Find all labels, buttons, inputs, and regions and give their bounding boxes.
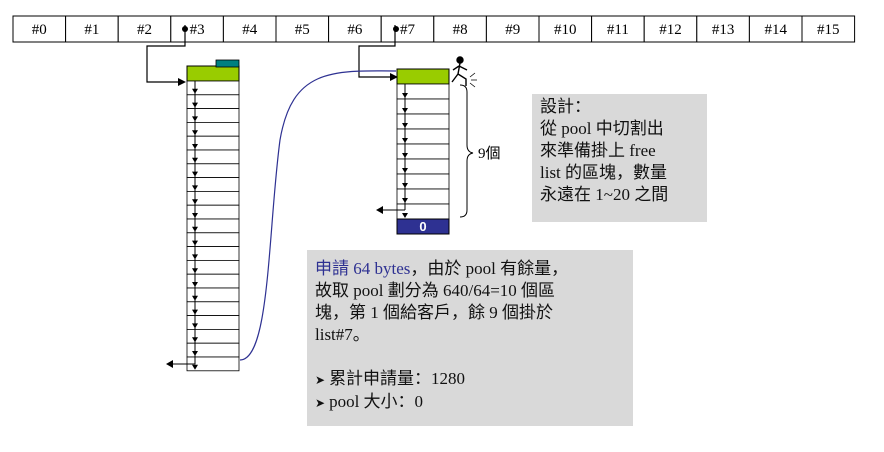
pool-connector-curve xyxy=(239,70,397,361)
count-brace xyxy=(459,84,474,218)
free-list-slot-label: #9 xyxy=(505,22,520,38)
free-list-slot xyxy=(591,15,645,43)
free-block-stack xyxy=(186,80,240,372)
request-note-line: list#7。 xyxy=(315,325,370,344)
free-list-slot xyxy=(433,15,487,43)
free-list-slot xyxy=(696,15,750,43)
down-arrow-icon xyxy=(192,364,198,370)
next-pointer-arrows xyxy=(402,93,408,218)
next-pointer-arrows xyxy=(192,88,198,370)
design-note-line: list 的區塊，數量 xyxy=(540,163,668,182)
design-note-line: 從 pool 中切割出 xyxy=(540,119,664,138)
down-arrow-icon xyxy=(192,130,198,136)
down-arrow-icon xyxy=(192,226,198,232)
down-arrow-icon xyxy=(192,240,198,246)
down-arrow-icon xyxy=(402,153,408,158)
bullet-text: 累計申請量：1280 xyxy=(329,369,466,388)
design-note-line: 永遠在 1~20 之間 xyxy=(540,185,669,204)
free-list-slot-label: #2 xyxy=(137,22,152,38)
request-highlight: 申請 64 bytes xyxy=(315,259,411,278)
down-arrow-icon xyxy=(192,254,198,260)
free-list-slot-label: #5 xyxy=(295,22,310,38)
down-arrow-icon xyxy=(402,93,408,98)
down-arrow-icon xyxy=(192,337,198,343)
design-note: 設計： 從 pool 中切割出 來準備掛上 free list 的區塊，數量 永… xyxy=(532,94,707,222)
free-list-slot-label: #1 xyxy=(84,22,99,38)
free-list-slot-label: #8 xyxy=(453,22,468,38)
free-list-slot-label: #14 xyxy=(764,22,787,38)
free-list-slot-label: #10 xyxy=(554,22,577,38)
bullet-arrow-icon: ➤ xyxy=(315,373,326,387)
free-list-slot-label: #13 xyxy=(712,22,735,38)
chunk-list-slot-3 xyxy=(146,25,240,372)
down-arrow-icon xyxy=(192,268,198,274)
slot-pointer-dot xyxy=(393,26,399,32)
free-list-slot xyxy=(538,15,593,43)
free-list-slot-label: #15 xyxy=(817,22,840,38)
design-note-line: 來準備掛上 free xyxy=(540,141,656,160)
free-list-slot xyxy=(117,15,172,43)
bullet-item: ➤pool 大小：0 xyxy=(315,391,633,414)
free-list-slot xyxy=(12,15,67,43)
free-list-slot xyxy=(380,15,435,43)
terminal-block-label: 0 xyxy=(419,219,426,234)
free-list-slot-label: #7 xyxy=(400,22,416,38)
down-arrow-icon xyxy=(192,282,198,287)
down-arrow-icon xyxy=(402,168,408,173)
down-arrow-icon xyxy=(192,88,198,94)
request-line1-rest: ，由於 pool 有餘量， xyxy=(410,259,569,278)
request-note-line: 塊，第 1 個給客戶，餘 9 個掛於 xyxy=(315,303,553,322)
down-arrow-icon xyxy=(192,213,198,218)
free-list-slot-label: #4 xyxy=(242,22,258,38)
free-list-slot-label: #0 xyxy=(32,22,47,38)
free-list-slot xyxy=(643,15,698,43)
request-note-line: 故取 pool 劃分為 640/64=10 個區 xyxy=(315,281,556,300)
free-list-slot xyxy=(222,15,277,43)
down-arrow-icon xyxy=(192,171,198,177)
worker-figure-icon xyxy=(451,56,477,88)
free-list-slot-label: #12 xyxy=(659,22,682,38)
down-arrow-icon xyxy=(402,183,408,188)
bullet-item: ➤累計申請量：1280 xyxy=(315,368,633,391)
free-list-slot-label: #6 xyxy=(347,22,363,38)
down-arrow-icon xyxy=(192,309,198,315)
down-arrow-icon xyxy=(192,157,198,163)
down-arrow-icon xyxy=(192,102,198,108)
down-arrow-icon xyxy=(192,351,198,356)
free-block-stack xyxy=(396,83,450,220)
down-arrow-icon xyxy=(402,213,408,218)
terminal-block xyxy=(396,218,450,235)
down-arrow-icon xyxy=(402,138,408,143)
down-arrow-icon xyxy=(192,116,198,122)
design-note-line: 設計： xyxy=(540,97,591,116)
count-label: 9個 xyxy=(478,145,501,162)
free-list-array: #0 #1 #2 #3 #4 #5 #6 #7 #8 #9 #10 #11 #12 #13 #14 #15 xyxy=(12,15,856,43)
request-note-line: 申請 64 bytes，由於 pool 有餘量， xyxy=(315,258,633,280)
request-note: 申請 64 bytes，由於 pool 有餘量， 故取 pool 劃分為 640… xyxy=(307,250,633,426)
down-arrow-icon xyxy=(192,199,198,205)
down-arrow-icon xyxy=(402,123,408,128)
free-list-slot-label: #3 xyxy=(190,22,205,38)
down-arrow-icon xyxy=(192,144,198,149)
bullet-arrow-icon: ➤ xyxy=(315,396,326,410)
free-list-slot xyxy=(65,15,119,43)
bullet-text: pool 大小：0 xyxy=(329,392,424,411)
pool-marker xyxy=(215,59,240,68)
free-list-slot xyxy=(328,15,382,43)
free-list-slot xyxy=(801,15,856,43)
allocated-block xyxy=(186,65,240,82)
down-arrow-icon xyxy=(402,108,408,113)
down-arrow-icon xyxy=(192,295,198,301)
chunk-list-slot-7: 0 xyxy=(358,25,450,235)
down-arrow-icon xyxy=(402,198,408,203)
free-list-slot-label: #11 xyxy=(607,22,629,38)
down-arrow-icon xyxy=(192,185,198,191)
allocated-block xyxy=(396,68,450,85)
down-arrow-icon xyxy=(192,323,198,329)
